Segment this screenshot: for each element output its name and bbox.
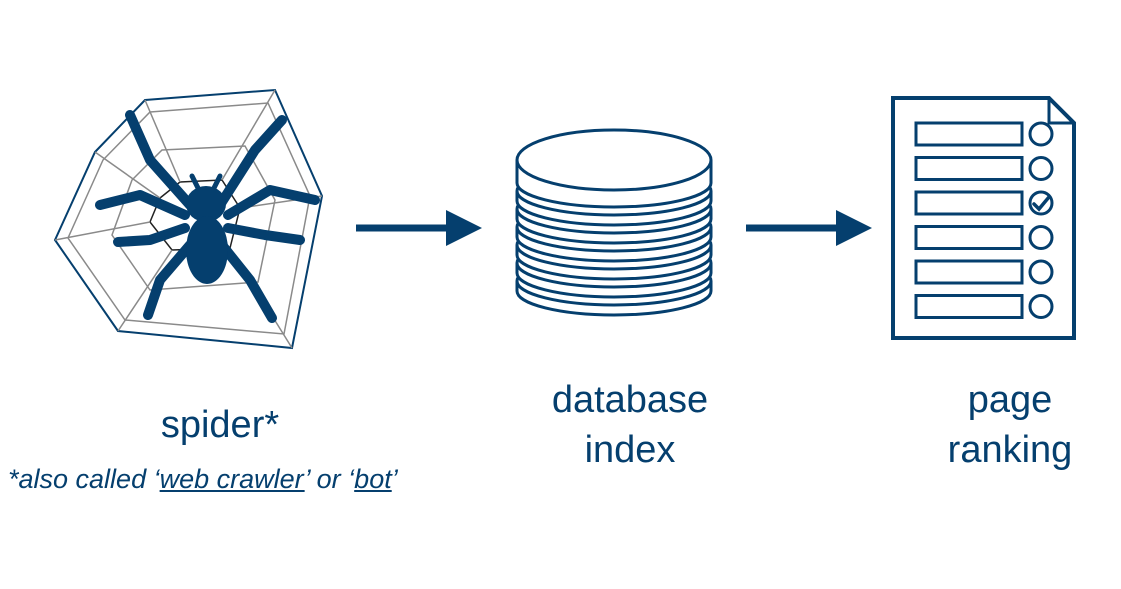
footnote-bot: bot xyxy=(354,464,392,494)
ranked-list-icon xyxy=(891,96,1076,340)
checkmark-icon xyxy=(1032,195,1051,212)
database-label-line2: index xyxy=(584,429,676,471)
ranking-row-bar xyxy=(914,294,1024,319)
ranking-row-bar xyxy=(914,225,1024,250)
ranking-row xyxy=(914,259,1054,285)
ranking-label-line2: ranking xyxy=(947,429,1073,471)
database-icon xyxy=(515,128,713,317)
ranking-rows xyxy=(914,121,1054,319)
footnote: *also called ‘web crawler’ or ‘bot’ xyxy=(8,464,398,495)
footnote-middle: ’ or ‘ xyxy=(304,464,355,494)
arrow-right-icon xyxy=(356,210,482,246)
ranking-row xyxy=(914,156,1054,181)
spider-web-icon xyxy=(53,88,324,350)
ranking-row-bar xyxy=(914,190,1024,216)
ranking-row-bar xyxy=(914,156,1024,181)
ranking-row xyxy=(914,294,1054,319)
ranking-row xyxy=(914,225,1054,250)
database-label-line1: database xyxy=(551,379,709,421)
empty-circle-icon xyxy=(1028,225,1054,250)
ranking-row-bar xyxy=(914,121,1024,147)
footnote-web-crawler: web crawler xyxy=(159,464,305,494)
ranking-row xyxy=(914,121,1054,147)
empty-circle-icon xyxy=(1028,156,1054,181)
footnote-suffix: ’ xyxy=(391,464,398,494)
empty-circle-icon xyxy=(1028,259,1054,285)
ranking-row xyxy=(914,190,1054,216)
footnote-prefix: *also called ‘ xyxy=(8,464,160,494)
ranking-label-line1: page xyxy=(967,379,1053,421)
arrow-right-icon xyxy=(746,210,872,246)
spider-label: spider* xyxy=(160,404,280,446)
database-index-label: database index xyxy=(500,375,760,475)
empty-circle-icon xyxy=(1028,121,1054,147)
page-ranking-label: page ranking xyxy=(880,375,1121,475)
ranking-row-bar xyxy=(914,259,1024,285)
empty-circle-icon xyxy=(1028,294,1054,319)
